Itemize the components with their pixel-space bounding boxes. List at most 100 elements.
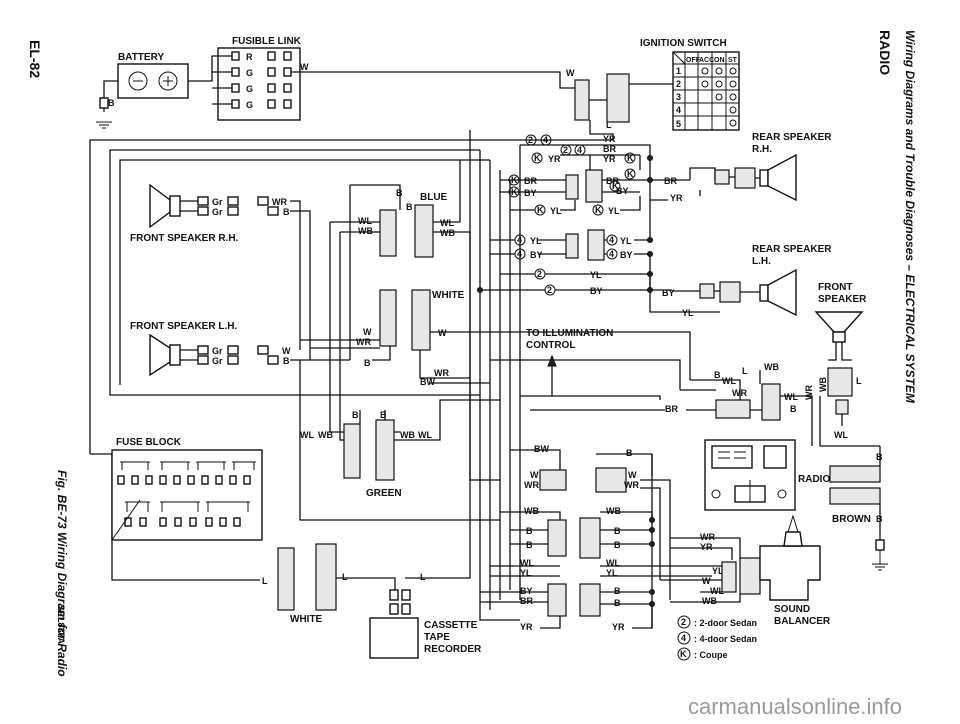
wire-g-2: G	[246, 84, 253, 94]
legend-key-4: 4	[681, 633, 686, 643]
legend-ref-4b: 4	[577, 145, 582, 155]
ign-col-off: OFF	[686, 57, 701, 64]
green-connector: B B GREEN WL WB WB WL	[299, 232, 500, 521]
ign-row-2: 2	[676, 79, 681, 89]
wire-yl-5: YL	[590, 270, 602, 280]
wire-b-g-1: B	[352, 410, 359, 420]
cassette-label-1: CASSETTE	[424, 620, 478, 631]
blue-label: BLUE	[420, 192, 448, 203]
ign-col-st: ST	[728, 57, 738, 64]
front-speaker-lh: FRONT SPEAKER L.H. Gr Gr W B	[130, 321, 350, 377]
wire-yr-7: YR	[700, 542, 713, 552]
wire-yl-3: YL	[530, 236, 542, 246]
green-label: GREEN	[366, 488, 402, 499]
radio-unit: RADIO BROWN B B	[704, 439, 888, 571]
lower-connectors: BW B W WR W WR WB WB B B B B WL YL WL YL…	[480, 444, 728, 632]
wire-b-8: B	[614, 540, 621, 550]
wire-b-4: B	[626, 448, 633, 458]
wire-gr-3: Gr	[212, 346, 223, 356]
wire-wl-8: WL	[834, 430, 848, 440]
legend-text-2: : 2-door Sedan	[694, 618, 757, 628]
to-illumination-label-1: TO ILLUMINATION	[526, 328, 613, 339]
section-title: RADIO	[877, 30, 893, 75]
wire-yr-4: YR	[670, 193, 683, 203]
sound-balancer-label-2: BALANCER	[774, 616, 831, 627]
rear-speaker-rh-label-2: R.H.	[752, 144, 772, 155]
fusible-link-label: FUSIBLE LINK	[232, 36, 302, 47]
wire-b-blue-2: B	[406, 202, 413, 212]
front-speaker-rh-label: FRONT SPEAKER R.H.	[130, 233, 239, 244]
figure-caption: Fig. BE-73 Wiring Diagram for Radio	[55, 470, 69, 677]
wire-yr-1: YR	[603, 134, 616, 144]
sound-balancer-label-1: SOUND	[774, 604, 810, 615]
legend-ref-2c: 2	[537, 269, 542, 279]
rear-speaker-lh-label-2: L.H.	[752, 256, 771, 267]
front-speaker-rh: Gr Gr WR B FRONT SPEAKER R.H.	[130, 183, 311, 360]
wire-yl-7: YL	[520, 568, 532, 578]
wire-l-2: L	[262, 576, 268, 586]
legend-ref-ka: K	[534, 153, 541, 163]
blue-connector: B B BLUE WL WB WL WB	[329, 160, 470, 432]
wire-wb-3: WB	[318, 430, 333, 440]
wire-b-9: B	[614, 586, 621, 596]
legend-ref-4f: 4	[609, 249, 614, 259]
wire-l-3: L	[342, 572, 348, 582]
wire-wl-2: WL	[440, 218, 454, 228]
wire-yl-8: YL	[606, 568, 618, 578]
wire-wr-1: WR	[272, 197, 287, 207]
wire-yl-2: YL	[608, 206, 620, 216]
wire-yl-4: YL	[620, 236, 632, 246]
wire-by-7: BY	[520, 586, 533, 596]
wire-yr-3: YR	[603, 154, 616, 164]
fusible-link: FUSIBLE LINK R G G G W	[205, 36, 575, 121]
legend-ref-kb: K	[627, 153, 634, 163]
legend-ref-kf: K	[612, 181, 619, 191]
wire-gr-2: Gr	[212, 207, 223, 217]
rear-speaker-rh: REAR SPEAKER R.H.	[714, 132, 832, 202]
wire-wb-8: WB	[764, 362, 779, 372]
wire-g-1: G	[246, 68, 253, 78]
wire-bw-2: BW	[534, 444, 549, 454]
radio-harness: BR B WL L WR WB WL B WR	[490, 331, 814, 446]
legend-text-k: : Coupe	[694, 650, 728, 660]
wire-w-4: W	[530, 470, 539, 480]
battery-label: BATTERY	[118, 52, 164, 63]
legend-ref-kh: K	[595, 205, 602, 215]
wire-wr-4: WR	[524, 480, 539, 490]
fuse-block-label: FUSE BLOCK	[116, 437, 182, 448]
wire-wr-5: WR	[624, 480, 639, 490]
wire-w-3: W	[438, 328, 447, 338]
wire-wb-6: WB	[606, 506, 621, 516]
fuse-row-top	[117, 461, 256, 485]
wire-wr-3: WR	[434, 368, 449, 378]
radio-label: RADIO	[798, 474, 830, 485]
wire-by-3: BY	[530, 250, 543, 260]
wire-by-2: BY	[616, 186, 629, 196]
wire-wb-1: WB	[358, 226, 373, 236]
wire-by-5: BY	[590, 286, 603, 296]
wire-wl-10: WL	[784, 392, 798, 402]
wire-yl-6: YL	[682, 308, 694, 318]
ign-col-on: ON	[714, 57, 725, 64]
wire-l-5: L	[742, 366, 748, 376]
legend-ref-ke: K	[627, 169, 634, 179]
wire-w-2: W	[363, 327, 372, 337]
wire-yl-9: YL	[712, 566, 724, 576]
legend: 2 : 2-door Sedan 4 : 4-door Sedan K : Co…	[677, 615, 757, 661]
legend-ref-kg: K	[537, 205, 544, 215]
to-illumination-label-2: CONTROL	[526, 340, 575, 351]
wire-br-1: BR	[603, 144, 616, 154]
wire-by-4: BY	[620, 250, 633, 260]
cassette-tape-recorder: CASSETTE TAPE RECORDER	[369, 617, 482, 659]
cassette-label-3: RECORDER	[424, 644, 482, 655]
wire-wl-3: WL	[300, 430, 314, 440]
front-speaker-lh-label: FRONT SPEAKER L.H.	[130, 321, 237, 332]
rear-speaker-connectors: 2 4 YR 2 4 BR K YR YR K K K BR BY BR BY …	[477, 134, 720, 600]
wire-gr-4: Gr	[212, 356, 223, 366]
wire-b-5: B	[526, 526, 533, 536]
wire-wl-7: WL	[710, 586, 724, 596]
wire-br-5: BR	[665, 404, 678, 414]
page-number: EL-82	[27, 40, 43, 78]
watermark: carmanualsonline.info	[688, 694, 902, 719]
